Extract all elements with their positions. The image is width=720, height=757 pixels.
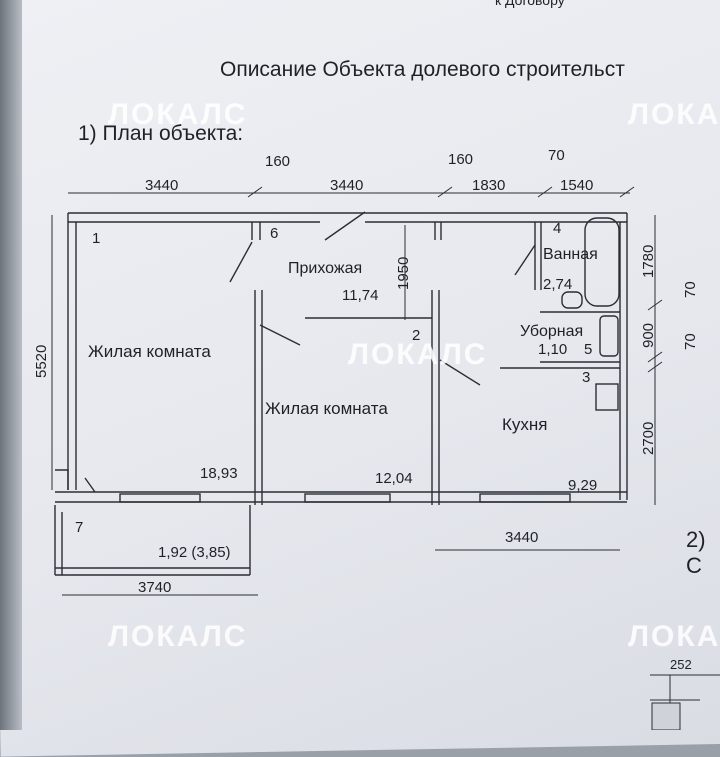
dim-2700: 2700 (640, 422, 657, 455)
room-6-area: 11,74 (342, 287, 378, 304)
partition-a (251, 222, 261, 240)
partition-bath (534, 222, 542, 290)
dim-1950: 1950 (395, 257, 412, 290)
left-wall (67, 213, 77, 490)
watermark-4: ЛОКАЛС (108, 620, 248, 653)
document-title: Описание Объекта долевого строительст (220, 58, 625, 81)
dim-3440-a: 3440 (145, 177, 178, 194)
next-plan-fragment: 252 (640, 655, 720, 730)
window-2 (304, 493, 391, 503)
dim-160-a: 160 (265, 153, 290, 170)
room-6-number: 6 (270, 225, 278, 242)
dim-3440-bottom: 3440 (505, 529, 538, 546)
room-2-number: 2 (412, 327, 420, 344)
dim-1540: 1540 (560, 177, 593, 194)
right-wall (619, 213, 628, 500)
dim-900: 900 (640, 323, 657, 348)
room-6-name: Прихожая (288, 260, 362, 277)
dim-70-top: 70 (548, 147, 565, 164)
room-7-number: 7 (75, 519, 83, 536)
right-dimension-ticks (647, 299, 663, 373)
section-2-heading: 2) С (686, 527, 706, 578)
stove (595, 383, 619, 411)
dim-1830: 1830 (472, 177, 505, 194)
balcony-outline (54, 505, 251, 576)
room-5-area: 1,10 (538, 341, 567, 358)
partition-room2-kitchen (431, 290, 440, 505)
room-4-number: 4 (553, 220, 561, 237)
room-1-number: 1 (92, 230, 100, 247)
binder-edge (0, 0, 22, 730)
dim-160-b: 160 (448, 151, 473, 168)
room-3-name: Кухня (502, 415, 548, 434)
window-3 (479, 493, 571, 503)
partition-wc (500, 311, 620, 369)
svg-text:252: 252 (670, 657, 692, 672)
room-7-area: 1,92 (3,85) (158, 544, 231, 561)
toilet (599, 315, 619, 357)
top-wall (68, 212, 627, 223)
sink (561, 291, 583, 309)
window-1 (119, 493, 201, 503)
room-1-area: 18,93 (200, 465, 238, 482)
room-2-name: Жилая комната (265, 399, 388, 418)
dim-70-right-1: 70 (682, 281, 699, 298)
room-5-number: 5 (584, 341, 592, 358)
dim-5520: 5520 (33, 345, 50, 378)
watermark-1: ЛОКАЛС (108, 98, 248, 131)
contract-reference: к Договору (495, 0, 565, 8)
bathtub (584, 217, 620, 307)
floor-plan: 3440 160 3440 160 1830 70 1540 5520 1950… (33, 147, 699, 596)
partition-room1-room2 (254, 290, 263, 505)
room-2-area: 12,04 (375, 470, 413, 487)
dim-70-right-2: 70 (682, 333, 699, 350)
watermark-5: ЛОКАЛС (628, 620, 720, 653)
room-5-name: Уборная (520, 323, 583, 340)
room-3-area: 9,29 (568, 477, 597, 494)
watermark-2: ЛОКАЛС (628, 98, 720, 131)
dim-3740: 3740 (138, 579, 171, 596)
dim-3440-b: 3440 (330, 177, 363, 194)
section-plan-heading: 1) План объекта: (78, 122, 244, 145)
balcony-door (55, 469, 96, 493)
room-4-name: Ванная (543, 246, 598, 263)
door-swings (229, 211, 536, 386)
partition-b (434, 222, 442, 240)
dimension-ticks (247, 186, 635, 198)
room-3-number: 3 (582, 369, 590, 386)
room-4-area: 2,74 (543, 276, 572, 293)
watermark-3: ЛОКАЛС (348, 338, 488, 371)
room-1-name: Жилая комната (88, 342, 211, 361)
dim-1780: 1780 (640, 245, 657, 278)
